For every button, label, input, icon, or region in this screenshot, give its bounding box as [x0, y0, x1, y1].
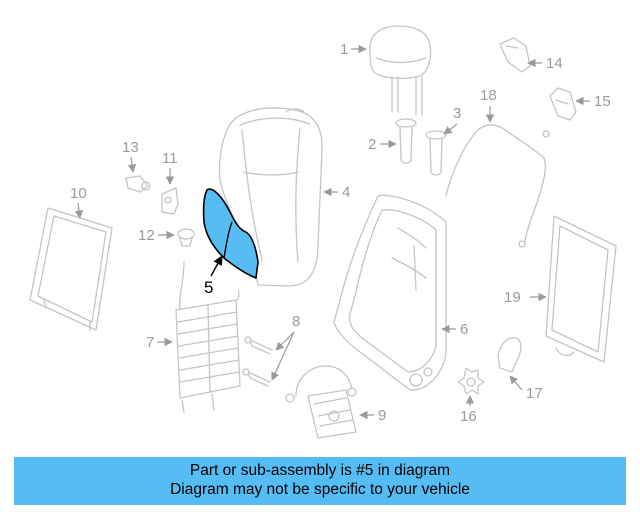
part-10-rear-panel[interactable] [29, 207, 113, 331]
callout-8: 8 [271, 313, 300, 381]
callout-2: 2 [368, 136, 397, 153]
svg-text:11: 11 [162, 150, 178, 167]
callout-15: 15 [575, 93, 611, 110]
callout-6: 6 [441, 321, 468, 338]
callout-1: 1 [340, 41, 367, 58]
banner-line-1: Part or sub-assembly is #5 in diagram [189, 462, 451, 479]
svg-text:17: 17 [526, 385, 543, 402]
callout-13: 13 [122, 139, 139, 173]
banner-line-2: Diagram may not be specific to your vehi… [170, 481, 470, 498]
parts-diagram: 1 2 3 4 5 [29, 25, 617, 439]
svg-text:12: 12 [138, 227, 155, 244]
svg-text:9: 9 [378, 407, 386, 424]
part-9-actuator[interactable] [285, 365, 357, 439]
part-2-guide[interactable] [395, 118, 417, 164]
part-11-bracket[interactable] [161, 187, 179, 215]
callout-18: 18 [480, 87, 497, 123]
svg-text:10: 10 [70, 185, 87, 202]
callout-11: 11 [162, 150, 178, 185]
part-12-push-nut[interactable] [177, 228, 195, 247]
svg-text:13: 13 [122, 139, 139, 156]
callout-4: 4 [323, 184, 350, 201]
callout-3: 3 [443, 105, 461, 135]
svg-text:3: 3 [453, 105, 461, 122]
part-6-seatback-frame[interactable] [333, 194, 447, 391]
callout-14: 14 [527, 55, 563, 72]
info-banner: Part or sub-assembly is #5 in diagram Di… [14, 457, 626, 505]
callout-5: 5 [204, 255, 223, 297]
svg-text:6: 6 [460, 321, 468, 338]
callout-17: 17 [509, 375, 543, 402]
part-8-screws[interactable] [242, 336, 273, 387]
part-18-cable[interactable] [445, 124, 550, 248]
callout-7: 7 [146, 334, 173, 351]
callout-12: 12 [138, 227, 175, 244]
svg-text:15: 15 [594, 93, 611, 110]
svg-text:18: 18 [480, 87, 497, 104]
svg-text:1: 1 [340, 41, 348, 58]
part-15-handle[interactable] [549, 87, 577, 121]
svg-text:2: 2 [368, 136, 376, 153]
part-3-guide-lock[interactable] [425, 130, 447, 176]
part-7-lumbar-mat[interactable] [175, 261, 241, 413]
part-13-clip[interactable] [125, 175, 151, 193]
part-5-seatback-pad[interactable] [202, 188, 259, 279]
svg-text:5: 5 [204, 278, 213, 297]
part-1-headrest[interactable] [369, 25, 432, 116]
svg-text:16: 16 [460, 408, 477, 425]
part-16-knob[interactable] [457, 367, 485, 395]
svg-text:8: 8 [292, 313, 300, 330]
callout-19: 19 [504, 289, 547, 306]
part-14-cover[interactable] [499, 37, 531, 73]
svg-text:7: 7 [146, 334, 154, 351]
svg-text:4: 4 [342, 184, 350, 201]
part-17-lever[interactable] [497, 337, 522, 373]
callout-10: 10 [70, 185, 87, 219]
svg-text:14: 14 [546, 55, 563, 72]
svg-text:19: 19 [504, 289, 521, 306]
callout-16: 16 [460, 395, 477, 425]
callout-9: 9 [359, 407, 386, 424]
part-19-back-board[interactable] [545, 215, 617, 363]
